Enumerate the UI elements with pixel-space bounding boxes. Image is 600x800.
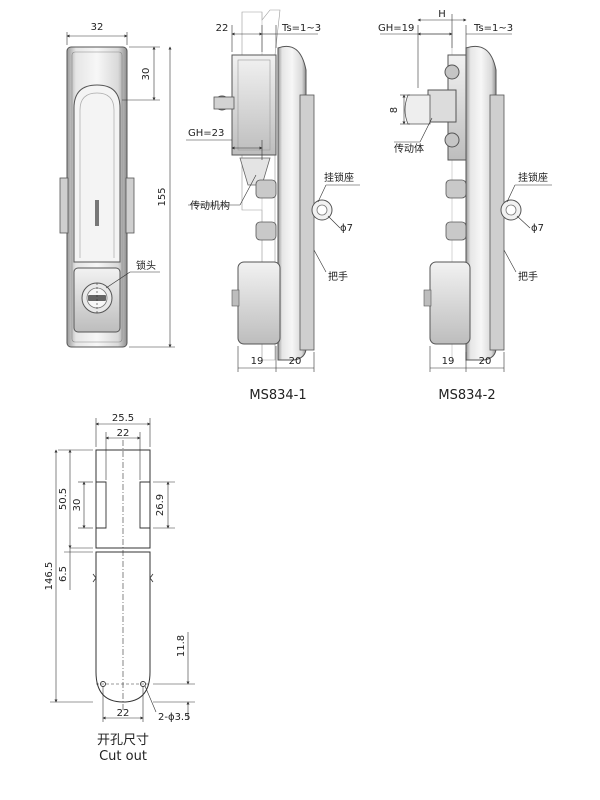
mounting-hole-left <box>100 681 106 687</box>
side2-dim-gh: GH=19 <box>378 23 414 34</box>
side1-label-padlock-seat: 挂锁座 <box>324 171 354 184</box>
cutout-dim-30: 30 <box>72 499 83 512</box>
side1-dim-19: 19 <box>251 356 264 367</box>
driver-block <box>427 89 457 123</box>
side1-dim-ts: Ts=1~3 <box>281 23 321 34</box>
side1-dim-gh: GH=23 <box>188 128 224 139</box>
side2-label-handle: 把手 <box>518 270 538 283</box>
side2-dim-19: 19 <box>442 356 455 367</box>
caption-ms834-2: MS834-2 <box>438 388 495 403</box>
cutout-drawing: 25.5 22 50.5 30 26.9 146.5 6.5 11.8 <box>44 413 195 764</box>
front-dim-top: 30 <box>141 68 152 81</box>
side-view-ms834-1: 22 Ts=1~3 GH=23 传动机构 挂锁座 ϕ7 把手 19 20 MS8… <box>186 9 360 403</box>
cutout-dim-25-5: 25.5 <box>112 413 134 424</box>
cutout-dim-146-5: 146.5 <box>44 562 55 591</box>
label-mechanism: 传动机构 <box>190 199 230 212</box>
side2-dim-20: 20 <box>479 356 492 367</box>
side2-dim-h: H <box>438 9 446 20</box>
lock-housing-1 <box>237 261 281 345</box>
front-lever <box>73 84 121 263</box>
side2-label-padlock-seat: 挂锁座 <box>518 171 548 184</box>
side-view-ms834-2: H GH=19 Ts=1~3 8 传动体 挂锁座 ϕ7 把手 19 20 MS8… <box>378 9 552 403</box>
mechanism-block-1 <box>231 54 277 156</box>
label-lock-head: 锁头 <box>136 259 156 272</box>
caption-ms834-1: MS834-1 <box>249 388 306 403</box>
side1-dim-dia: ϕ7 <box>340 223 353 234</box>
label-driver: 传动体 <box>394 143 424 155</box>
cutout-dim-22-top: 22 <box>117 428 130 439</box>
side1-dim-22: 22 <box>216 23 229 34</box>
front-dim-height: 155 <box>157 187 168 206</box>
side2-dim-ts: Ts=1~3 <box>473 23 513 34</box>
cutout-dim-22-bottom: 22 <box>117 708 130 719</box>
side2-dim-dia: ϕ7 <box>531 223 544 234</box>
front-view: 32 30 155 锁头 <box>59 22 175 348</box>
cutout-dim-11-8: 11.8 <box>176 635 187 657</box>
cutout-dim-holes: 2-ϕ3.5 <box>158 712 190 723</box>
cutout-title-en: Cut out <box>99 749 147 764</box>
side2-dim-8: 8 <box>389 107 400 113</box>
cutout-dim-50-5: 50.5 <box>58 488 69 510</box>
cutout-title-cn: 开孔尺寸 <box>97 733 149 748</box>
cutout-dim-26-9: 26.9 <box>155 494 166 516</box>
side1-dim-20: 20 <box>289 356 302 367</box>
side1-label-handle: 把手 <box>328 270 348 283</box>
mounting-hole-right <box>140 681 146 687</box>
front-dim-width: 32 <box>91 22 104 33</box>
lock-housing-2 <box>429 261 471 345</box>
cutout-dim-6-5: 6.5 <box>58 566 69 582</box>
